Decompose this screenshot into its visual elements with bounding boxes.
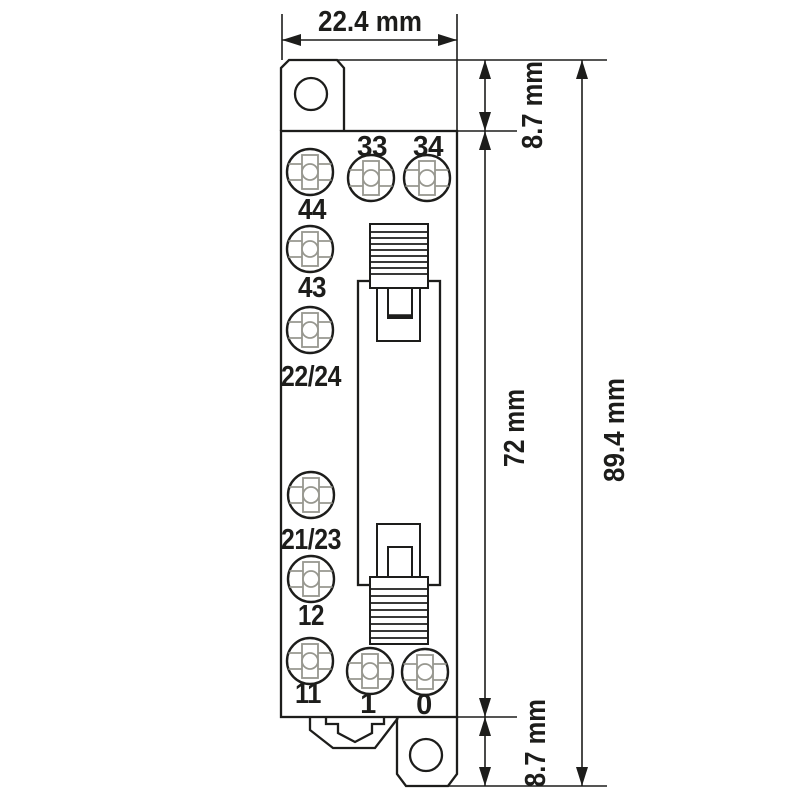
bottom-mounting-hole [408, 737, 444, 773]
top-retaining-clip [376, 287, 421, 342]
terminal-label-34: 34 [413, 131, 443, 163]
terminal-label-11: 11 [295, 678, 321, 710]
extension-lines [337, 59, 607, 787]
terminal-screw-22-24[interactable] [285, 305, 335, 355]
bottom-mounting-flange [395, 717, 459, 788]
dimension-top-offset-label: 8.7 mm [517, 61, 549, 149]
terminal-label-43: 43 [298, 272, 326, 304]
bottom-lever-ribs [370, 588, 428, 639]
din-rail-foot [308, 717, 399, 750]
dimension-socket-height: 72 mm [479, 131, 531, 717]
terminal-screw-12[interactable] [286, 554, 336, 604]
bottom-release-lever[interactable] [369, 576, 429, 645]
top-release-lever[interactable] [369, 223, 429, 289]
terminal-label-0: 0 [416, 689, 432, 721]
dimension-socket-height-label: 72 mm [499, 389, 531, 467]
terminal-label-44: 44 [298, 194, 326, 226]
terminal-label-33: 33 [357, 131, 387, 163]
dimension-width: 22.4 mm [281, 6, 458, 131]
terminal-screw-21-23[interactable] [286, 470, 336, 520]
top-mounting-hole [293, 76, 329, 112]
relay-socket [356, 223, 442, 645]
dimension-bottom-offset: 8.7 mm [479, 699, 552, 787]
terminal-label-21-23: 21/23 [281, 524, 341, 556]
dimension-top-offset: 8.7 mm [479, 60, 549, 149]
terminal-screw-43[interactable] [285, 224, 335, 274]
top-mounting-flange [279, 58, 346, 131]
bottom-retaining-clip [376, 523, 421, 578]
top-lever-ribs [370, 231, 428, 275]
dimension-width-label: 22.4 mm [318, 6, 422, 38]
terminal-label-12: 12 [298, 600, 324, 632]
dimension-overall-height-label: 89.4 mm [599, 378, 631, 482]
dimension-overall-height: 89.4 mm [576, 60, 631, 786]
din-rail-foot-catch [324, 717, 386, 744]
dimension-bottom-offset-label: 8.7 mm [520, 699, 552, 787]
terminal-labels: 33 34 44 43 22/24 21/23 12 11 1 0 [281, 131, 444, 721]
terminal-label-22-24: 22/24 [281, 361, 341, 393]
terminal-screw-44[interactable] [285, 147, 335, 197]
terminal-label-1: 1 [360, 688, 376, 720]
